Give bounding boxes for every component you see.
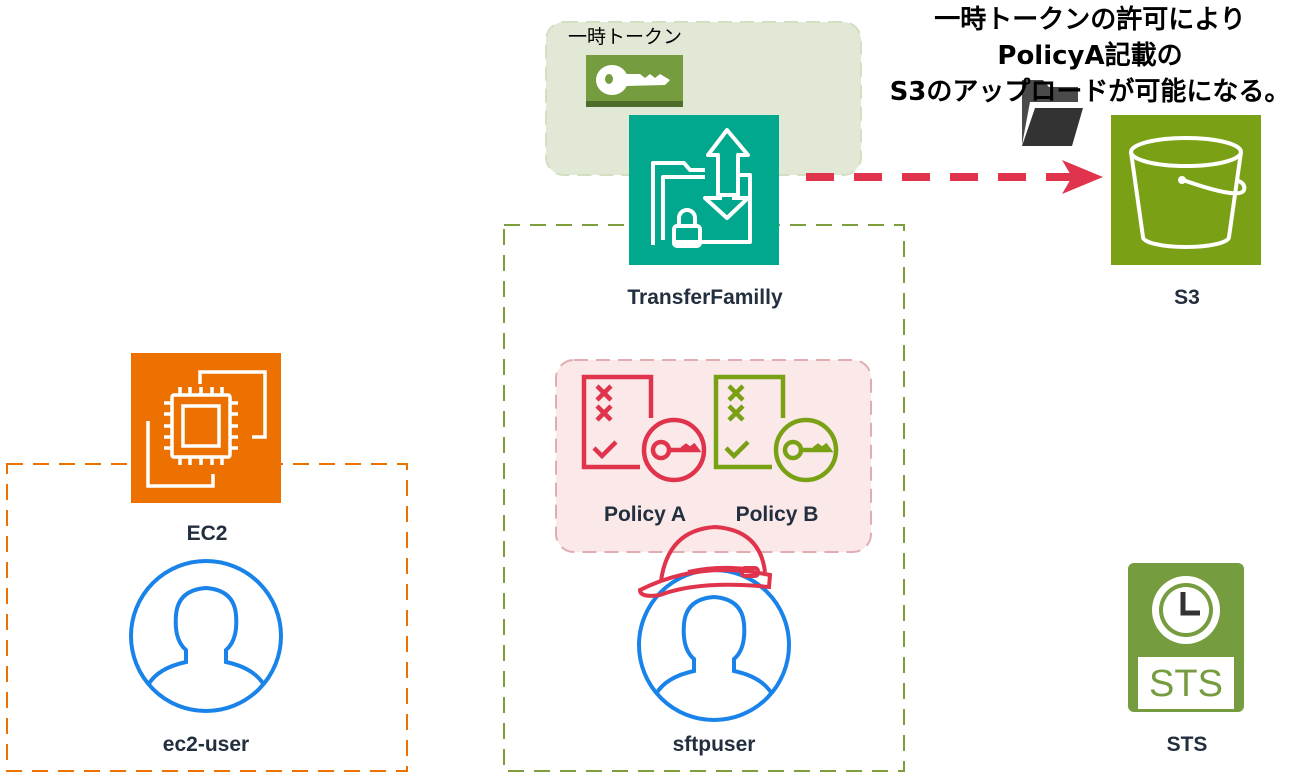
sftpuser-label: sftpuser [672, 733, 756, 756]
key-icon [586, 55, 683, 107]
ec2-group-box [6, 463, 408, 772]
annotation-line: 一時トークンの許可により [934, 5, 1246, 35]
annotation-line: PolicyA記載の [997, 41, 1183, 71]
upload-arrow [806, 160, 1103, 194]
policy-b-icon [713, 374, 839, 483]
annotation-text: 一時トークンの許可により PolicyA記載の S3のアップロードが可能になる。 [890, 2, 1291, 110]
policy-a-icon [581, 374, 707, 483]
token-group-label: 一時トークン [568, 26, 683, 48]
sts-icon [1128, 563, 1244, 712]
policy-b-label: Policy B [735, 503, 819, 526]
ec2-user-label: ec2-user [162, 733, 250, 756]
ec2-icon [131, 353, 281, 503]
sts-icon-text: STS [1149, 663, 1223, 705]
sts-label: STS [1166, 733, 1208, 756]
ec2-user-icon [129, 559, 283, 713]
policy-group-box [555, 359, 872, 553]
sftp-group-box [503, 224, 905, 772]
transfer-family-icon [629, 115, 779, 265]
hard-hat-icon [637, 524, 773, 598]
folder-icon [1022, 80, 1083, 146]
transfer-family-label: TransferFamilly [627, 286, 783, 309]
annotation-line: S3のアップロードが可能になる。 [889, 77, 1291, 107]
ec2-label: EC2 [186, 522, 228, 545]
policy-a-label: Policy A [603, 503, 687, 526]
s3-bucket-icon [1111, 115, 1261, 265]
s3-label: S3 [1174, 286, 1200, 309]
